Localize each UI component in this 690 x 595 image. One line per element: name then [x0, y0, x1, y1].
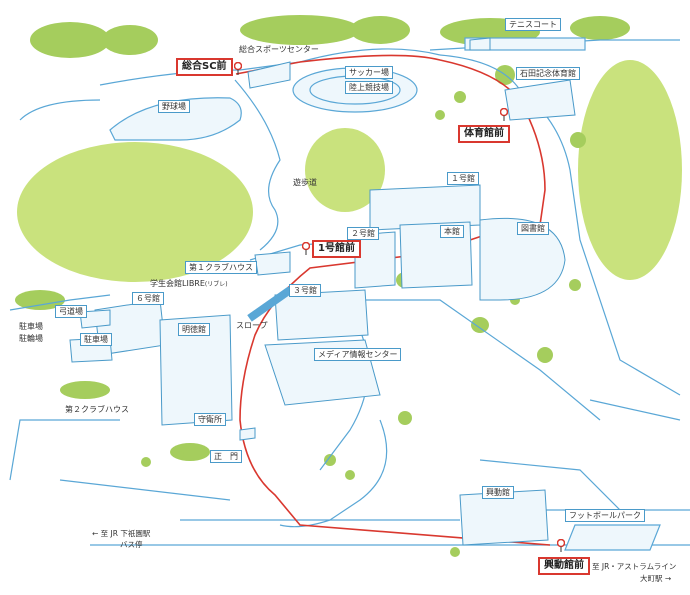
- bus-stop-icon: [302, 242, 310, 255]
- label-libre-main: 学生会館LIBRE: [150, 279, 205, 288]
- label-club-house-1[interactable]: 第１クラブハウス: [185, 261, 257, 274]
- label-parking-lot[interactable]: 駐車場: [19, 322, 43, 331]
- label-main-gate[interactable]: 正 門: [210, 450, 242, 463]
- label-promenade[interactable]: 遊歩道: [293, 178, 317, 187]
- bus-stop-ichigokan[interactable]: 1号館前: [312, 240, 361, 258]
- bus-stop-icon: [500, 108, 508, 121]
- label-football-park[interactable]: フットボールパーク: [565, 509, 645, 522]
- meitokukan-building: [159, 314, 233, 426]
- guard-house: [239, 427, 256, 441]
- tennis-clubhouse: [469, 37, 491, 51]
- east-green-area: [578, 60, 682, 280]
- direction-omachi-line2: 大町駅 →: [640, 574, 672, 583]
- label-slope[interactable]: スロープ: [236, 321, 268, 330]
- label-archery-range[interactable]: 弓道場: [55, 305, 87, 318]
- ishida-gym-building: [504, 79, 576, 121]
- label-baseball-field[interactable]: 野球場: [158, 100, 190, 113]
- label-bike-parking[interactable]: 駐輪場: [19, 334, 43, 343]
- label-honkan[interactable]: 本館: [440, 225, 464, 238]
- bus-stop-sogo-sc[interactable]: 総合SC前: [176, 58, 233, 76]
- building-2: [354, 231, 396, 289]
- direction-omachi-line1: 至 JR・アストラムライン: [592, 562, 677, 571]
- bus-stop-icon: [234, 62, 242, 75]
- west-green-area: [17, 142, 253, 282]
- label-libre[interactable]: 学生会館LIBRE(リブレ): [147, 278, 231, 290]
- label-building-1[interactable]: １号館: [447, 172, 479, 185]
- sogo-sports-center-building: [247, 61, 291, 89]
- label-track-field[interactable]: 陸上競技場: [345, 81, 393, 94]
- label-kodokan-building[interactable]: 興動館: [482, 486, 514, 499]
- honkan-building: [399, 221, 473, 289]
- sports-fields: [109, 37, 661, 551]
- label-building-2[interactable]: ２号館: [347, 227, 379, 240]
- direction-shimogion-line1: ← 至 JR 下祇園駅: [92, 529, 151, 538]
- archery-range: [79, 309, 111, 329]
- label-library[interactable]: 図書館: [517, 222, 549, 235]
- kodokan-building: [459, 489, 549, 546]
- bus-stop-taiikukan[interactable]: 体育館前: [458, 125, 510, 143]
- label-building-3[interactable]: ３号館: [289, 284, 321, 297]
- label-parking-2[interactable]: 駐車場: [80, 333, 112, 346]
- bus-stop-icon: [557, 539, 565, 552]
- label-meitokukan[interactable]: 明徳館: [178, 323, 210, 336]
- bus-stop-kodokan[interactable]: 興動館前: [538, 557, 590, 575]
- building-3: [274, 289, 369, 341]
- label-tennis-court[interactable]: テニスコート: [505, 18, 561, 31]
- label-libre-ruby: (リブレ): [204, 281, 228, 288]
- club-house-1: [254, 251, 291, 276]
- library-building: [479, 217, 566, 301]
- label-media-center[interactable]: メディア情報センター: [314, 348, 402, 361]
- label-guard-house[interactable]: 守衛所: [194, 413, 226, 426]
- label-ishida-gym[interactable]: 石田記念体育館: [516, 67, 580, 80]
- label-building-6[interactable]: ６号館: [132, 292, 164, 305]
- label-sogo-sports-center[interactable]: 総合スポーツセンター: [239, 45, 319, 54]
- promenade-green: [305, 128, 385, 212]
- slope-walkway: [247, 286, 293, 322]
- label-soccer-field[interactable]: サッカー場: [345, 66, 393, 79]
- direction-shimogion-line2: バス停: [120, 540, 143, 549]
- label-club-house-2[interactable]: 第２クラブハウス: [65, 405, 129, 414]
